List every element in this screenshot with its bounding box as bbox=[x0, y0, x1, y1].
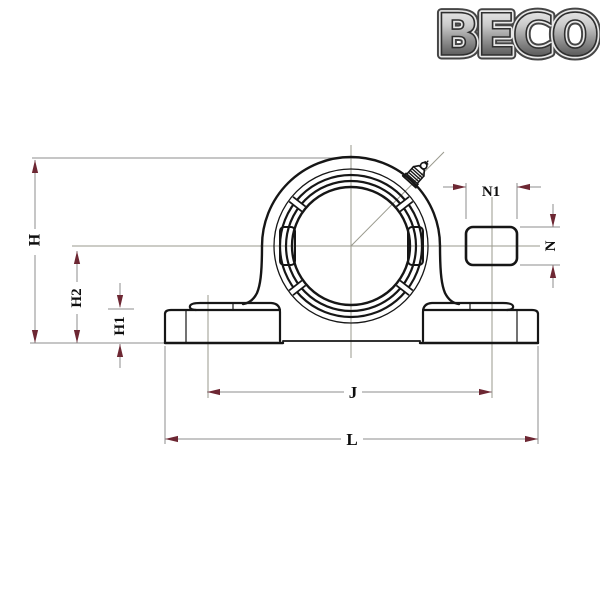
dim-label-h: H bbox=[27, 233, 44, 246]
dim-label-h2: H2 bbox=[69, 288, 85, 307]
bore-circle bbox=[290, 185, 412, 307]
bearing-rings bbox=[273, 168, 429, 324]
dimension-lines bbox=[30, 157, 560, 444]
bolt-slot-left-ring bbox=[279, 226, 296, 266]
slot-detail bbox=[464, 225, 519, 267]
dimension-labels: H H2 H1 N1 N J L bbox=[27, 184, 560, 449]
dim-label-n1: N1 bbox=[482, 184, 500, 200]
beco-logo-highlight-outline: BECO bbox=[436, 1, 597, 69]
beco-logo-outer-outline: BECO bbox=[436, 1, 597, 69]
housing-outline bbox=[163, 155, 540, 345]
beco-logo: BECO BECO BECO bbox=[432, 0, 600, 74]
dim-label-n: N bbox=[543, 240, 559, 251]
bolt-slot-right-ring bbox=[407, 226, 424, 266]
grease-fitting-centerline bbox=[350, 151, 445, 247]
dim-label-l: L bbox=[346, 430, 357, 449]
dim-label-h1: H1 bbox=[112, 316, 128, 335]
ring-joint-marks bbox=[288, 196, 414, 296]
beco-logo-text: BECO bbox=[436, 1, 597, 69]
grease-fitting bbox=[401, 160, 429, 189]
dim-label-j: J bbox=[349, 383, 358, 402]
